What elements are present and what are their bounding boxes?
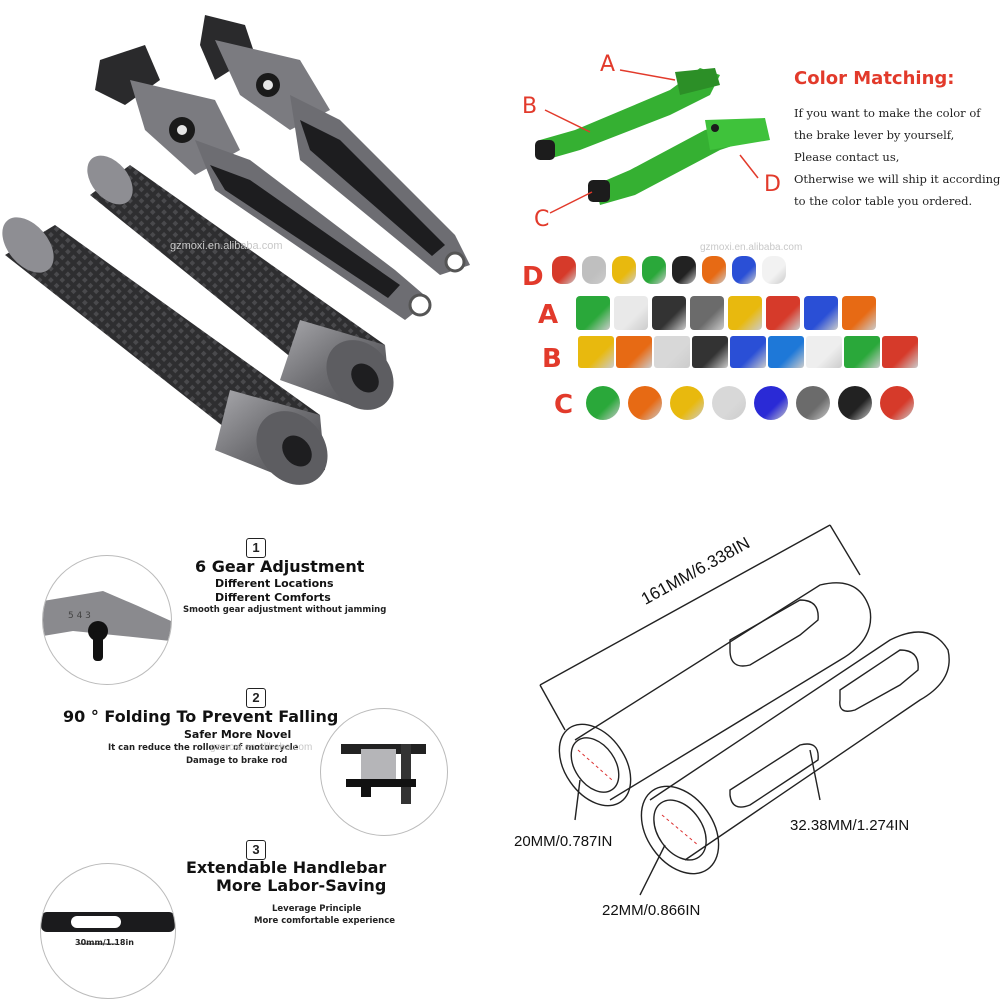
- watermark-text: gzmoxi.en.alibaba.com: [170, 240, 283, 252]
- label-a: A: [600, 52, 616, 77]
- feature-number: 2: [246, 688, 266, 708]
- levers-and-grips-illustration: [2, 15, 470, 485]
- color-matching-text: If you want to make the color of the bra…: [794, 102, 1000, 212]
- product-photo-panel: gzmoxi.en.alibaba.com: [0, 0, 500, 500]
- color-swatch: [628, 386, 662, 420]
- color-swatch: [552, 256, 576, 284]
- feature-1-photo: 5 4 3: [42, 555, 172, 685]
- inner-diameter-left: 20MM/0.787IN: [514, 833, 613, 850]
- inner-diameter-right: 22MM/0.866IN: [602, 902, 701, 919]
- color-swatch: [692, 336, 728, 368]
- color-swatch: [882, 336, 918, 368]
- color-swatch: [730, 336, 766, 368]
- row-label-c: C: [554, 390, 574, 420]
- color-row-a: [576, 296, 876, 330]
- color-swatch: [576, 296, 610, 330]
- color-swatch: [838, 386, 872, 420]
- color-swatch: [762, 256, 786, 284]
- brake-lever-rear: [200, 15, 470, 275]
- color-swatch: [880, 386, 914, 420]
- color-swatch: [586, 386, 620, 420]
- label-c: C: [534, 207, 550, 232]
- extend-dimension-label: 30mm/1.18in: [75, 938, 134, 947]
- color-swatch: [732, 256, 756, 284]
- color-swatch: [844, 336, 880, 368]
- color-matching-title: Color Matching:: [794, 68, 955, 89]
- color-swatch: [702, 256, 726, 284]
- green-lever-illustration: [535, 68, 770, 214]
- color-matching-line: the brake lever by yourself,: [794, 128, 955, 142]
- length-dimension-line: [539, 524, 831, 686]
- color-matching-panel: A B C D Color Matching: If you want to m…: [500, 0, 1000, 500]
- feature-subtitle: Different Comforts: [215, 591, 331, 604]
- feature-title: 6 Gear Adjustment: [195, 557, 365, 576]
- color-swatch: [654, 336, 690, 368]
- grip-dimension-drawing: [539, 524, 950, 896]
- watermark-text: gzmoxi.en.alibaba.com: [210, 742, 313, 753]
- feature-number: 3: [246, 840, 266, 860]
- brake-lever-front: [95, 45, 432, 320]
- folding-lever-illustration: [341, 744, 426, 804]
- color-swatch: [768, 336, 804, 368]
- color-row-c: [586, 386, 914, 420]
- feature-detail: Damage to brake rod: [186, 756, 288, 766]
- feature-detail: More comfortable experience: [254, 916, 396, 926]
- feature-number: 1: [246, 538, 266, 558]
- color-swatch: [614, 296, 648, 330]
- feature-title: 90 ° Folding To Prevent Falling: [63, 707, 339, 726]
- color-swatch: [578, 336, 614, 368]
- color-matching-line: Otherwise we will ship it according: [794, 172, 1000, 186]
- color-swatch: [652, 296, 686, 330]
- feature-detail: Smooth gear adjustment without jamming: [183, 605, 387, 615]
- feature-detail: It can reduce the rollover of motorcycle: [108, 743, 299, 753]
- handle-grip-front: [2, 217, 328, 485]
- label-d: D: [764, 172, 781, 197]
- color-swatch: [712, 386, 746, 420]
- watermark-text: gzmoxi.en.alibaba.com: [700, 242, 803, 253]
- row-label-d: D: [522, 262, 544, 292]
- color-swatch: [842, 296, 876, 330]
- dimensions-panel: 161MM/6.338IN 20MM/0.787IN 32.38MM/1.274…: [500, 500, 1000, 1000]
- color-swatch: [612, 256, 636, 284]
- feature-title-2: More Labor-Saving: [216, 876, 387, 895]
- feature-2-photo: [320, 708, 448, 836]
- outer-diameter: 32.38MM/1.274IN: [790, 817, 910, 834]
- feature-3-photo: [40, 863, 176, 999]
- color-row-b: [578, 336, 918, 368]
- features-panel: 5 4 3 1 6 Gear Adjustment Different Loca…: [0, 500, 500, 1000]
- color-swatch: [728, 296, 762, 330]
- color-row-d: [552, 256, 786, 284]
- feature-subtitle: Safer More Novel: [184, 728, 292, 741]
- row-label-a: A: [538, 300, 559, 330]
- color-swatch: [670, 386, 704, 420]
- color-matching-line: to the color table you ordered.: [794, 194, 973, 208]
- color-matching-line: Please contact us,: [794, 150, 900, 164]
- color-swatch: [642, 256, 666, 284]
- color-swatch: [804, 296, 838, 330]
- color-swatch: [582, 256, 606, 284]
- feature-title: Extendable Handlebar: [186, 858, 387, 877]
- extendable-lever-illustration: [41, 912, 175, 945]
- svg-text:5 4 3: 5 4 3: [68, 611, 91, 621]
- color-swatch: [796, 386, 830, 420]
- feature-subtitle: Different Locations: [215, 577, 334, 590]
- color-swatch: [766, 296, 800, 330]
- row-label-b: B: [542, 344, 562, 374]
- color-swatch: [672, 256, 696, 284]
- color-swatch: [690, 296, 724, 330]
- handle-grip-rear: [87, 155, 394, 410]
- feature-detail: Leverage Principle: [272, 904, 362, 914]
- color-swatch: [806, 336, 842, 368]
- color-swatch: [616, 336, 652, 368]
- color-swatch: [754, 386, 788, 420]
- label-b: B: [522, 94, 538, 119]
- gear-adjuster-illustration: 5 4 3: [43, 591, 171, 661]
- color-matching-line: If you want to make the color of: [794, 106, 981, 120]
